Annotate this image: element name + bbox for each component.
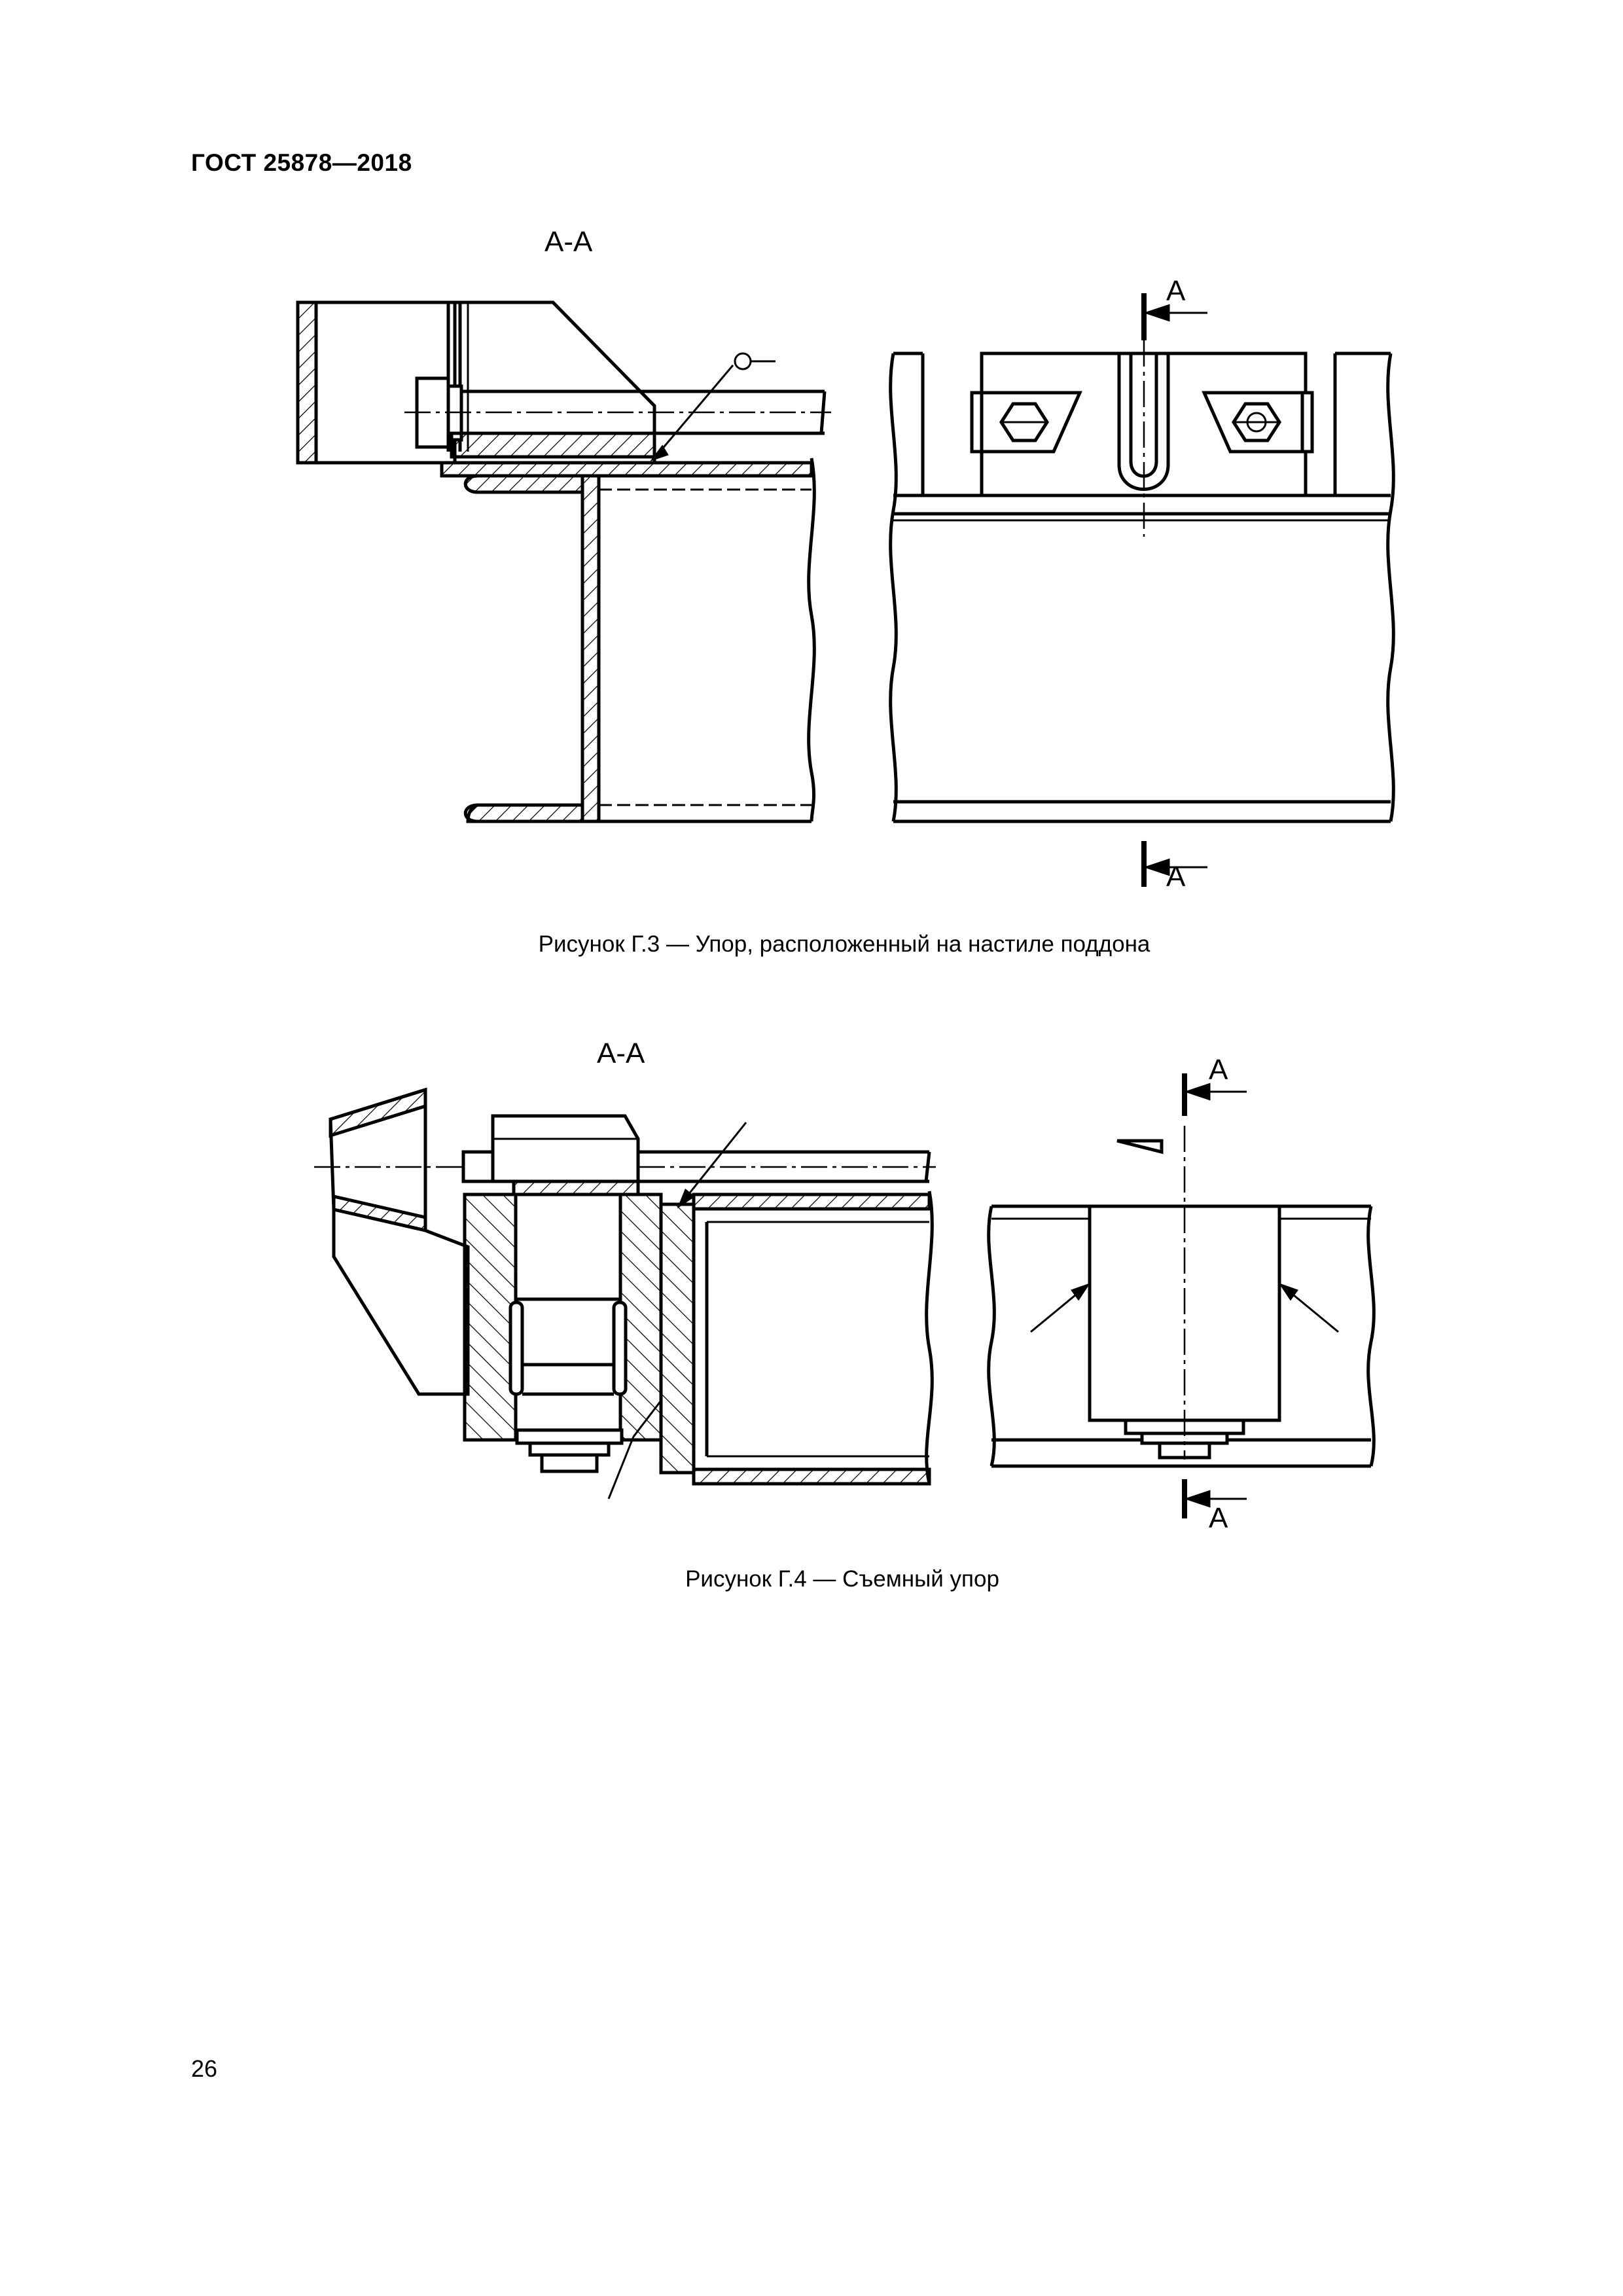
fig-g3-section-view [298, 302, 831, 821]
page-number: 26 [191, 2055, 218, 2082]
document-header: ГОСТ 25878—2018 [191, 149, 412, 176]
fig-g3-cut-label-top: А [1166, 275, 1186, 307]
fig-g4-cut-label-top: А [1209, 1054, 1228, 1086]
fig-g3-front-view [891, 293, 1394, 887]
fig-g4-section-label: А-А [597, 1037, 645, 1069]
fig-g4-section-view [314, 1090, 936, 1499]
fig-g4-front-view [989, 1073, 1374, 1518]
fig-g3-section-label: А-А [544, 226, 593, 258]
fig-g4-caption: Рисунок Г.4 — Съемный упор [685, 1566, 999, 1592]
fig-g4-cut-label-bottom: А [1209, 1502, 1228, 1534]
fig-g3-caption: Рисунок Г.3 — Упор, расположенный на нас… [538, 931, 1150, 957]
